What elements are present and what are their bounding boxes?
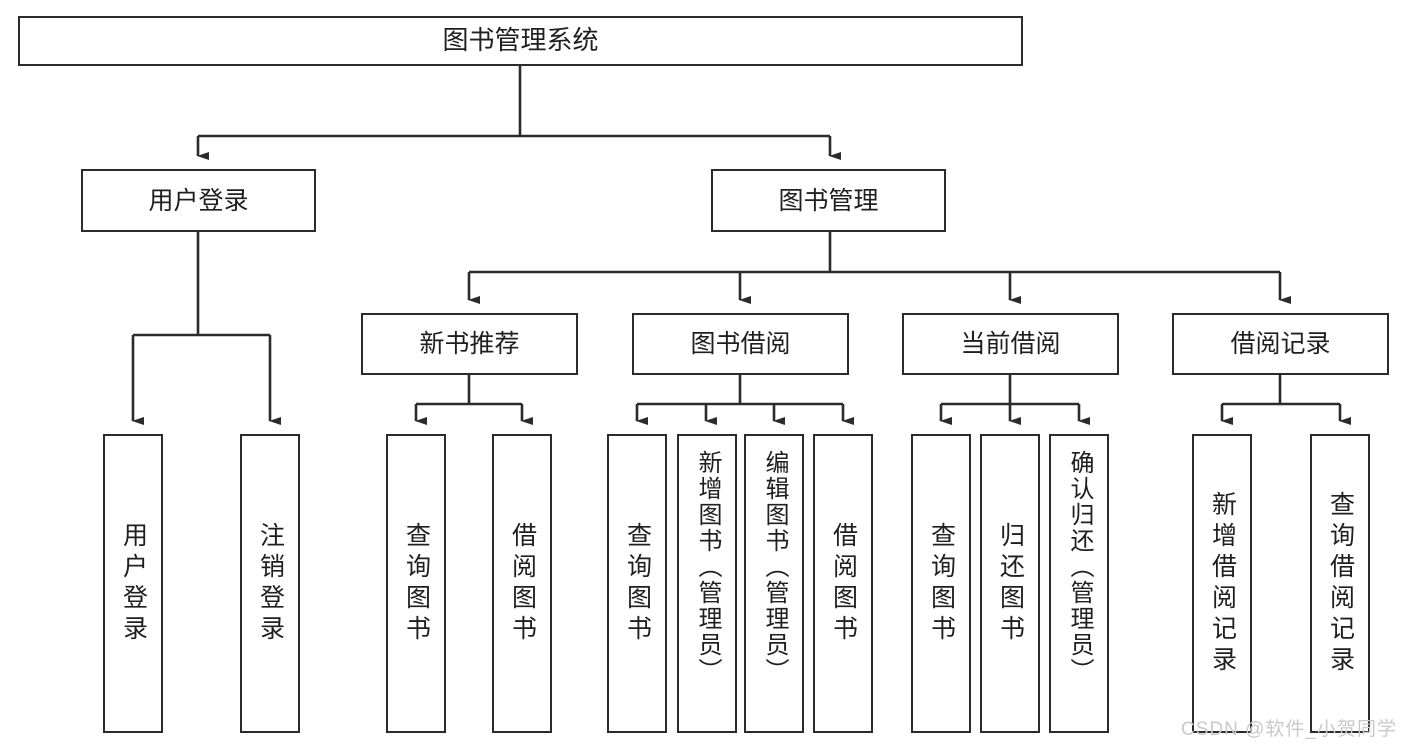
- node-label: 借阅图书: [508, 521, 537, 646]
- node-label: 用户登录: [148, 186, 249, 215]
- node-label: 图书管理: [778, 186, 879, 215]
- leaf-borrow-query-book[interactable]: 查询图书: [607, 434, 667, 733]
- node-label: 编辑图书（管理员）: [761, 450, 788, 684]
- leaf-user-login-login[interactable]: 用户登录: [103, 434, 163, 733]
- node-label: 归还图书: [996, 521, 1025, 646]
- leaf-user-login-logout[interactable]: 注销登录: [240, 434, 300, 733]
- node-current-borrow[interactable]: 当前借阅: [902, 313, 1119, 375]
- node-label: 查询图书: [623, 521, 652, 646]
- node-label: 借阅记录: [1230, 330, 1331, 358]
- node-label: 借阅图书: [829, 521, 858, 646]
- leaf-borrow-borrow-book[interactable]: 借阅图书: [813, 434, 873, 733]
- leaf-recommend-query-book[interactable]: 查询图书: [386, 434, 446, 733]
- node-label: 查询图书: [927, 521, 956, 646]
- node-label: 用户登录: [119, 521, 148, 646]
- node-borrow-records[interactable]: 借阅记录: [1172, 313, 1389, 375]
- node-book-management[interactable]: 图书管理: [711, 169, 946, 232]
- node-label: 新书推荐: [419, 330, 520, 358]
- leaf-current-query-book[interactable]: 查询图书: [911, 434, 971, 733]
- leaf-current-return-book[interactable]: 归还图书: [980, 434, 1040, 733]
- node-label: 查询图书: [402, 521, 431, 646]
- leaf-records-query-record[interactable]: 查询借阅记录: [1310, 434, 1370, 733]
- node-label: 新增图书（管理员）: [694, 450, 721, 684]
- node-label: 确认归还（管理员）: [1066, 450, 1093, 684]
- leaf-borrow-add-book-admin[interactable]: 新增图书（管理员）: [677, 434, 737, 733]
- node-book-borrow[interactable]: 图书借阅: [632, 313, 849, 375]
- leaf-records-add-record[interactable]: 新增借阅记录: [1192, 434, 1252, 733]
- node-label: 注销登录: [256, 521, 285, 646]
- node-label: 当前借阅: [960, 330, 1061, 358]
- node-label: 图书管理系统: [442, 25, 599, 56]
- node-label: 图书借阅: [690, 330, 791, 358]
- node-label: 查询借阅记录: [1326, 490, 1355, 677]
- leaf-borrow-edit-book-admin[interactable]: 编辑图书（管理员）: [744, 434, 804, 733]
- node-root-system[interactable]: 图书管理系统: [18, 16, 1023, 66]
- leaf-current-confirm-return-admin[interactable]: 确认归还（管理员）: [1049, 434, 1109, 733]
- node-new-book-recommend[interactable]: 新书推荐: [361, 313, 578, 375]
- leaf-recommend-borrow-book[interactable]: 借阅图书: [492, 434, 552, 733]
- node-user-login[interactable]: 用户登录: [81, 169, 316, 232]
- node-label: 新增借阅记录: [1208, 490, 1237, 677]
